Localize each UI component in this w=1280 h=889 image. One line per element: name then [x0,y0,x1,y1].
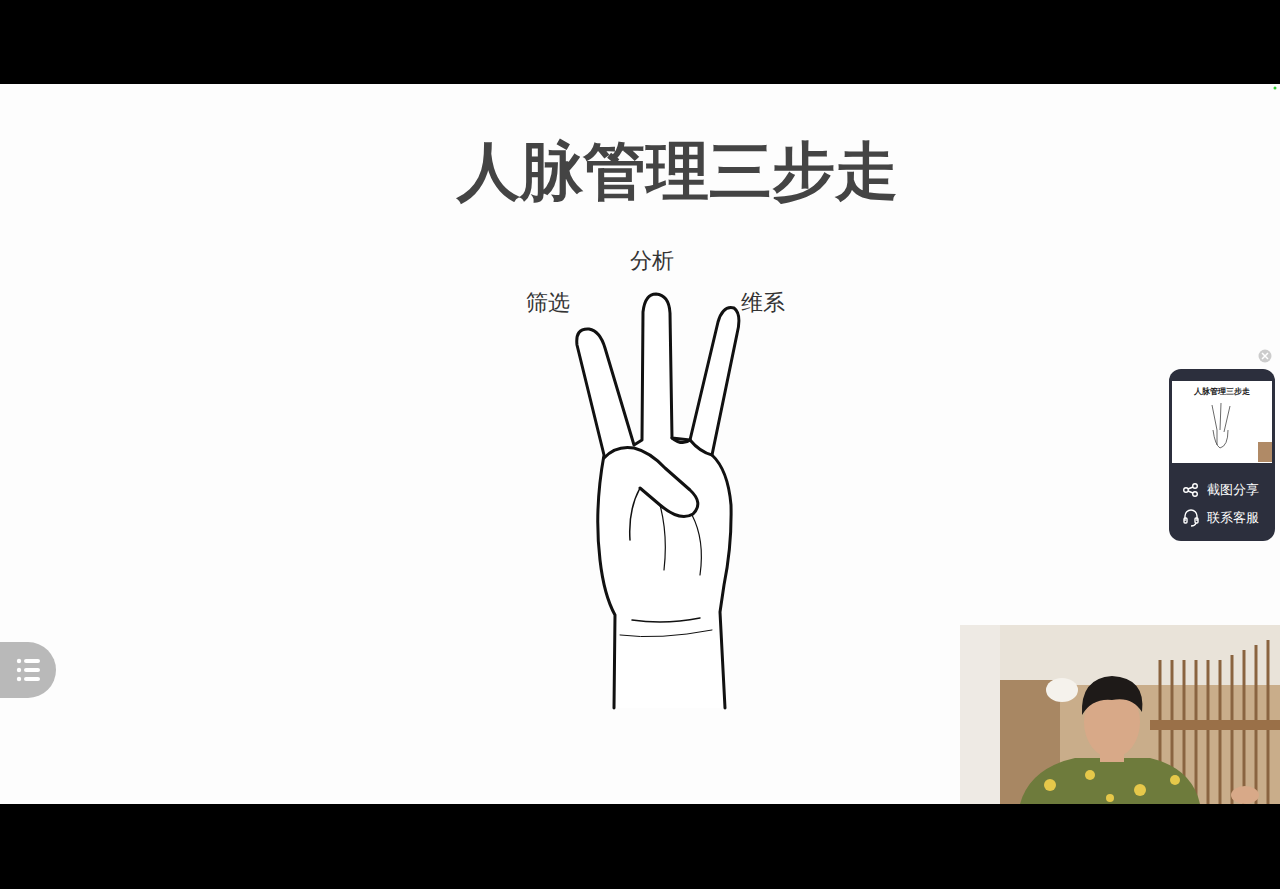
menu-button [0,642,56,698]
side-panel [1169,350,1275,542]
hand-illustration [577,294,739,708]
finger-label: 筛选 [526,288,570,318]
slide-thumbnail: 人脉管理三步走 [1172,381,1272,463]
finger-label: 分析 [630,246,674,276]
slide-title: 人脉管理三步走 [457,129,898,215]
status-dot [1274,87,1277,90]
finger-label: 维系 [741,288,785,318]
slide-ground [0,84,1280,804]
panel-button-label: 截图分享 [1207,481,1259,499]
side-panel-box: 截图分享联系客服 人脉管理三步走 [1169,369,1275,541]
panel-button-label: 联系客服 [1207,509,1259,527]
webcam-view [960,625,1280,804]
thumbnail-title: 人脉管理三步走 [1194,386,1250,397]
